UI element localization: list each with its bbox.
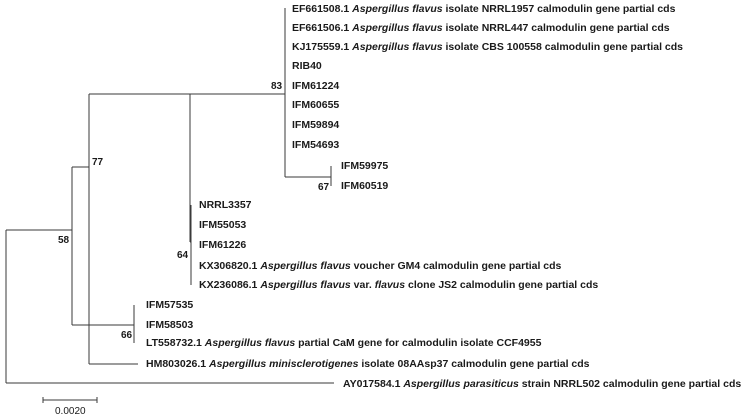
leaf-label-lt558732: LT558732.1 Aspergillus flavus partial Ca… (146, 337, 542, 349)
bootstrap-values: 83 77 67 64 58 66 (58, 81, 330, 341)
label-text: isolate 08AAsp37 calmodulin gene partial… (358, 358, 589, 370)
label-text: IFM61226 (199, 239, 246, 251)
species-name: Aspergillus flavus (204, 337, 296, 349)
label-text: RIB40 (292, 60, 322, 72)
label-text: isolate NRRL1957 calmodulin gene partial… (443, 3, 676, 15)
label-text: strain NRRL502 calmodulin gene partial c… (519, 378, 741, 390)
label-text: clone JS2 calmodulin gene partial cds (405, 279, 598, 291)
species-name: Aspergillus parasiticus (402, 378, 519, 390)
species-name: flavus (375, 279, 406, 291)
leaf-label-ifm58503: IFM58503 (146, 319, 193, 331)
label-text: isolate NRRL447 calmodulin gene partial … (443, 22, 670, 34)
leaf-label-ifm60655: IFM60655 (292, 99, 339, 111)
tree-branches (5, 8, 334, 403)
leaf-label-nrrl3357: NRRL3357 (199, 199, 252, 211)
leaf-label-ifm61226: IFM61226 (199, 239, 246, 251)
label-text: LT558732.1 (146, 337, 205, 349)
leaf-label-ef661506: EF661506.1 Aspergillus flavus isolate NR… (292, 22, 670, 34)
leaf-label-ifm59975: IFM59975 (341, 160, 388, 172)
leaf-label-ifm57535: IFM57535 (146, 299, 193, 311)
label-text: voucher GM4 calmodulin gene partial cds (351, 260, 562, 272)
label-text: IFM60655 (292, 99, 339, 111)
species-name: Aspergillus flavus (259, 260, 351, 272)
label-text: NRRL3357 (199, 199, 252, 211)
label-text: IFM55053 (199, 219, 246, 231)
label-text: isolate CBS 100558 calmodulin gene parti… (443, 41, 684, 53)
label-text: EF661508.1 (292, 3, 352, 15)
bootstrap-value-77: 77 (92, 157, 104, 168)
label-text: KJ175559.1 (292, 41, 352, 53)
label-text: partial CaM gene for calmodulin isolate … (295, 337, 541, 349)
leaf-labels: EF661508.1 Aspergillus flavus isolate NR… (146, 3, 741, 390)
scale-bar-label: 0.0020 (55, 406, 86, 417)
leaf-label-ifm59894: IFM59894 (292, 119, 339, 131)
species-name: Aspergillus flavus (351, 3, 443, 15)
label-text: AY017584.1 (343, 378, 403, 390)
leaf-label-ay017584: AY017584.1 Aspergillus parasiticus strai… (343, 378, 741, 390)
leaf-label-kj175559: KJ175559.1 Aspergillus flavus isolate CB… (292, 41, 683, 53)
bootstrap-value-83: 83 (271, 81, 283, 92)
leaf-label-kx306820: KX306820.1 Aspergillus flavus voucher GM… (199, 260, 562, 272)
species-name: Aspergillus flavus (259, 279, 351, 291)
leaf-label-kx236086: KX236086.1 Aspergillus flavus var. flavu… (199, 279, 598, 291)
leaf-label-ifm55053: IFM55053 (199, 219, 246, 231)
label-text: IFM58503 (146, 319, 193, 331)
label-text: IFM59975 (341, 160, 388, 172)
label-text: IFM54693 (292, 139, 339, 151)
label-text: var. (351, 279, 375, 291)
bootstrap-value-64: 64 (177, 250, 189, 261)
label-text: HM803026.1 (146, 358, 209, 370)
label-text: IFM61224 (292, 80, 339, 92)
bootstrap-value-67: 67 (318, 182, 330, 193)
bootstrap-value-58: 58 (58, 235, 70, 246)
species-name: Aspergillus flavus (351, 41, 443, 53)
label-text: IFM57535 (146, 299, 193, 311)
bootstrap-value-66: 66 (121, 330, 133, 341)
label-text: EF661506.1 (292, 22, 352, 34)
leaf-label-ifm61224: IFM61224 (292, 80, 339, 92)
leaf-label-ifm54693: IFM54693 (292, 139, 339, 151)
label-text: KX306820.1 (199, 260, 260, 272)
species-name: Aspergillus minisclerotigenes (208, 358, 359, 370)
label-text: KX236086.1 (199, 279, 260, 291)
leaf-label-rib40: RIB40 (292, 60, 322, 72)
label-text: IFM59894 (292, 119, 339, 131)
leaf-label-ifm60519: IFM60519 (341, 180, 388, 192)
leaf-label-hm803026: HM803026.1 Aspergillus minisclerotigenes… (146, 358, 590, 370)
label-text: IFM60519 (341, 180, 388, 192)
species-name: Aspergillus flavus (351, 22, 443, 34)
leaf-label-ef661508: EF661508.1 Aspergillus flavus isolate NR… (292, 3, 676, 15)
